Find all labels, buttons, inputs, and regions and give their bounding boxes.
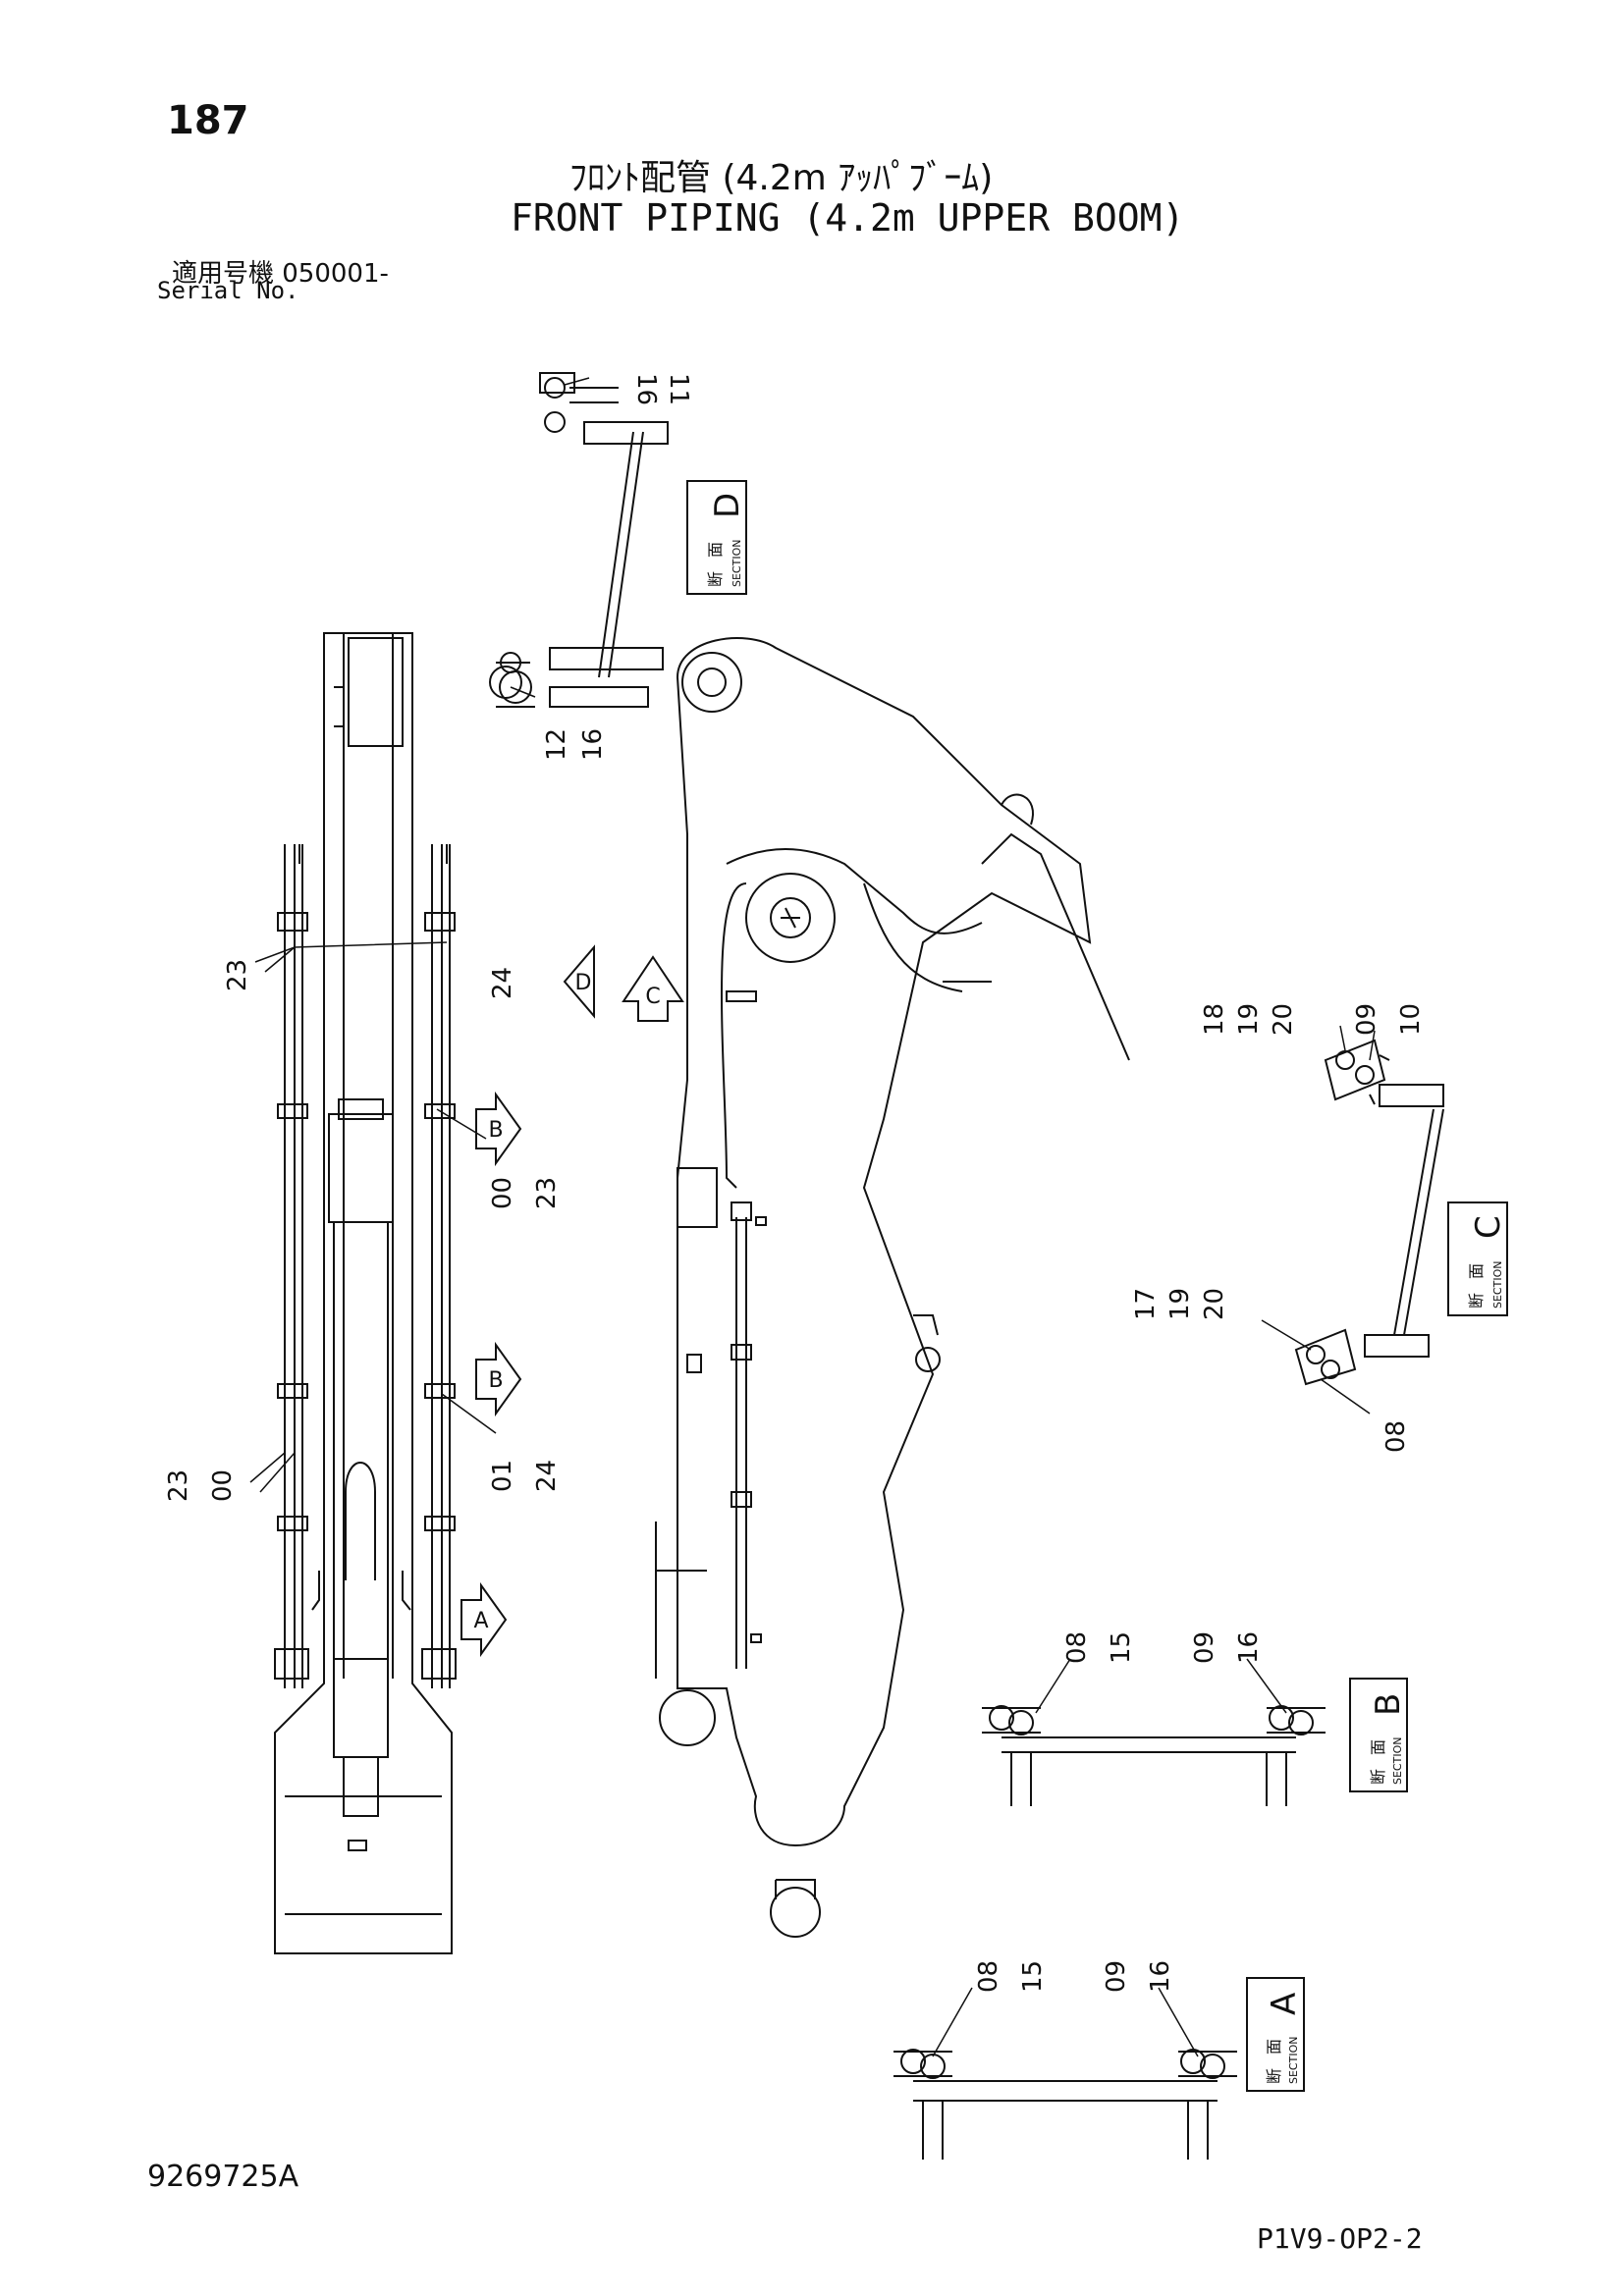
section-b-detail (982, 1678, 1408, 1806)
section-label-en: SECTION (731, 540, 743, 587)
callout-number: 15 (1018, 1960, 1048, 1993)
section-letter: D (708, 493, 747, 518)
callout-number: 08 (1381, 1420, 1411, 1453)
callout-number: 09 (1190, 1631, 1219, 1664)
page-number: 187 (167, 98, 249, 143)
view-marker-label: B (488, 1368, 503, 1393)
callout-number: 01 (488, 1460, 517, 1492)
callout-number: 10 (1396, 1003, 1426, 1036)
part-callouts: 16 11 12 16 18 19 20 09 10 17 19 20 08 2… (164, 373, 1426, 1993)
section-label-d: 断 面 SECTION D (706, 493, 747, 587)
view-marker-arrow (460, 1581, 508, 1658)
section-label-jp: 断 (1467, 1293, 1486, 1308)
boom-plan-view (274, 632, 457, 1954)
view-marker-arrow (563, 944, 595, 1019)
section-letter: C (1469, 1215, 1508, 1239)
section-label-jp: 断 (1265, 2068, 1283, 2084)
callout-number: 00 (488, 1177, 517, 1209)
view-marker-label: A (473, 1609, 488, 1633)
callout-number: 18 (1200, 1003, 1229, 1036)
section-label-en: SECTION (1391, 1737, 1404, 1785)
callout-number: 23 (164, 1469, 193, 1502)
callout-number: 08 (974, 1960, 1003, 1993)
section-label-jp: 断 (706, 571, 725, 587)
view-marker-label: C (645, 985, 660, 1009)
callout-number: 16 (578, 728, 608, 761)
boom-side-view (655, 637, 1130, 1938)
callout-number: 24 (488, 967, 517, 999)
serial-label-english: Serial No. (157, 277, 299, 304)
section-letter: A (1265, 1993, 1304, 2015)
leader-lines (249, 377, 1376, 2057)
drawing-number: 9269725A (147, 2160, 299, 2194)
callout-number: 19 (1234, 1003, 1264, 1036)
section-label-jp: 面 (1369, 1739, 1387, 1755)
callout-number: 08 (1062, 1631, 1092, 1664)
callout-number: 11 (664, 373, 693, 405)
view-marker-label: D (575, 971, 592, 995)
section-label-a: 断 面 SECTION A (1265, 1993, 1304, 2084)
callout-number: 00 (208, 1469, 238, 1502)
callout-number: 19 (1165, 1288, 1195, 1320)
section-c-detail (1294, 1039, 1508, 1386)
section-label-jp: 面 (706, 542, 725, 558)
section-label-jp: 面 (1467, 1263, 1486, 1279)
title-english: FRONT PIPING (4.2m UPPER BOOM) (511, 196, 1185, 240)
section-a-detail (893, 1977, 1305, 2160)
callout-number: 23 (532, 1177, 562, 1209)
section-letter: B (1369, 1693, 1408, 1716)
section-label-b: 断 面 SECTION B (1369, 1693, 1408, 1785)
callout-number: 16 (631, 373, 661, 405)
view-marker-arrow (475, 1341, 522, 1417)
section-label-jp: 断 (1369, 1769, 1387, 1785)
view-markers: D C B B A (460, 944, 684, 1658)
callout-number: 20 (1269, 1003, 1298, 1036)
serial-label-japanese: 適用号機 050001- (172, 259, 389, 289)
section-label-c: 断 面 SECTION C (1467, 1215, 1508, 1308)
section-label-jp: 面 (1265, 2039, 1283, 2055)
title-japanese: ﾌﾛﾝﾄ配管 (4.2m ｱｯﾊﾟﾌﾞｰﾑ) (569, 158, 994, 198)
section-label-en: SECTION (1287, 2037, 1300, 2084)
callout-number: 15 (1107, 1631, 1136, 1664)
callout-number: 23 (223, 959, 252, 991)
callout-number: 17 (1131, 1288, 1161, 1320)
callout-number: 16 (1234, 1631, 1264, 1664)
view-marker-arrow (622, 955, 684, 1022)
callout-number: 24 (532, 1460, 562, 1492)
callout-number: 12 (542, 728, 571, 761)
view-marker-arrow (475, 1091, 522, 1167)
callout-number: 09 (1102, 1960, 1131, 1993)
view-marker-label: B (488, 1118, 503, 1143)
sheet-code: P1V9-OP2-2 (1257, 2222, 1423, 2255)
callout-number: 20 (1200, 1288, 1229, 1320)
callout-number: 09 (1352, 1003, 1381, 1036)
callout-number: 16 (1146, 1960, 1175, 1993)
section-label-en: SECTION (1491, 1261, 1504, 1308)
section-d-detail (489, 372, 747, 708)
